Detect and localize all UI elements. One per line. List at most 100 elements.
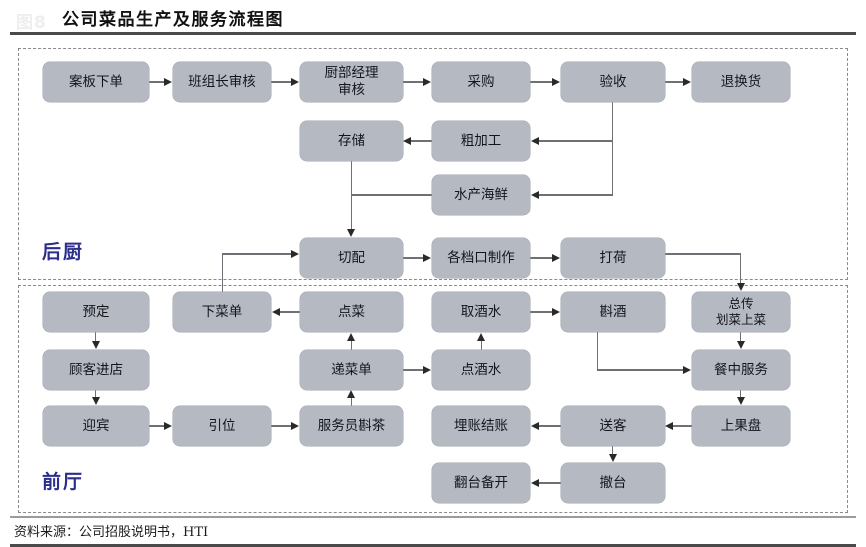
edge-canzhong-to-shangguopan — [740, 390, 742, 399]
node-fuwuyuan-zhencha[interactable]: 服务员斟茶 — [300, 406, 403, 446]
edge-caigou-to-yanshou — [530, 81, 553, 83]
node-diancai[interactable]: 点菜 — [300, 292, 403, 332]
node-shangguopan[interactable]: 上果盘 — [692, 406, 790, 446]
source-note: 资料来源：公司招股说明书，HTI — [14, 525, 209, 540]
edge-yanshou-trunk — [612, 102, 614, 195]
node-cunchu[interactable]: 存储 — [300, 121, 403, 161]
node-anban-xiadan[interactable]: 案板下单 — [43, 62, 149, 102]
node-canzhong-fuwu[interactable]: 餐中服务 — [692, 350, 790, 390]
node-chetai[interactable]: 撤台 — [561, 463, 665, 503]
arrowhead-anban-to-banzuzhang — [164, 77, 172, 86]
edge-yingbin-to-yinwei — [149, 425, 165, 427]
arrowhead-xiacaidan-to-qiepei — [291, 249, 299, 258]
node-zhenjiu[interactable]: 斟酒 — [561, 292, 665, 332]
arrowhead-dicaidan-to-dianjiushui — [423, 365, 431, 374]
edge-shangguopan-to-songke — [673, 425, 692, 427]
node-xiacaidan[interactable]: 下菜单 — [173, 292, 271, 332]
node-guke-jindian[interactable]: 顾客进店 — [43, 350, 149, 390]
node-banzuzhang-shenhe[interactable]: 班组长审核 — [173, 62, 271, 102]
edge-fuwuyuan-to-dicaidan — [351, 397, 353, 407]
edge-chetai-to-fantai — [539, 482, 561, 484]
node-qujiushui[interactable]: 取酒水 — [432, 292, 530, 332]
node-qiepei[interactable]: 切配 — [300, 238, 403, 278]
arrowhead-yinwei-to-fuwuyuan — [291, 421, 299, 430]
edge-anban-to-banzuzhang — [149, 81, 165, 83]
source-divider-bottom — [10, 544, 856, 547]
zone-fronthall — [18, 285, 848, 513]
edge-cunchu-to-qiepei — [351, 161, 353, 230]
edge-xiacaidan-to-qiepei-v — [222, 253, 224, 292]
edge-yanshou-to-shuichan — [539, 194, 613, 196]
edge-dianjiushui-to-qujiushui — [481, 340, 483, 351]
edge-yinwei-to-fuwuyuan — [271, 425, 292, 427]
edge-diancai-to-xiacaidan — [280, 311, 301, 313]
node-maizhang-jiezhang[interactable]: 埋账结账 — [432, 406, 530, 446]
edge-dicaidan-to-dianjiushui — [403, 369, 424, 371]
arrowhead-songke-to-maizhang — [531, 421, 539, 430]
arrowhead-cunchu-to-qiepei — [347, 229, 355, 237]
node-yinwei[interactable]: 引位 — [173, 406, 271, 446]
arrowhead-dahe-to-zongchuan — [736, 283, 745, 291]
arrowhead-fuwuyuan-to-dicaidan — [347, 390, 355, 398]
zone-label-fronthall: 前厅 — [42, 471, 85, 493]
title-divider — [10, 32, 856, 35]
edge-guke-to-yingbin — [95, 390, 97, 399]
edge-songke-to-chetai — [612, 446, 614, 456]
node-cujiagong[interactable]: 粗加工 — [432, 121, 530, 161]
arrowhead-shangguopan-to-songke — [665, 421, 673, 430]
edge-qiepei-to-gedangkou — [403, 257, 424, 259]
edge-banzuzhang-to-choubu — [271, 81, 292, 83]
arrowhead-dianjiushui-to-qujiushui — [477, 333, 485, 341]
node-yingbin[interactable]: 迎宾 — [43, 406, 149, 446]
edge-gedangkou-to-dahe — [530, 257, 553, 259]
edge-yuding-to-guke — [95, 332, 97, 343]
node-fantai-beikai[interactable]: 翻台备开 — [432, 463, 530, 503]
figure-title: 公司菜品生产及服务流程图 — [62, 10, 284, 30]
edge-dicaidan-to-diancai — [351, 340, 353, 351]
node-gedangkou-zhizuo[interactable]: 各档口制作 — [432, 238, 530, 278]
node-dahe[interactable]: 打荷 — [561, 238, 665, 278]
node-songke[interactable]: 送客 — [561, 406, 665, 446]
arrowhead-diancai-to-xiacaidan — [272, 307, 280, 316]
node-caigou[interactable]: 采购 — [432, 62, 530, 102]
edge-cujiagong-to-cunchu — [411, 140, 433, 142]
arrowhead-yuding-to-guke — [91, 341, 100, 349]
node-shuichan-haixian[interactable]: 水产海鲜 — [432, 175, 530, 215]
edge-songke-to-maizhang — [539, 425, 561, 427]
node-yanshou[interactable]: 验收 — [561, 62, 665, 102]
arrowhead-zongchuan-to-canzhong — [736, 341, 745, 349]
edge-zhenjiu-to-canzhong-h — [597, 369, 684, 371]
edge-xiacaidan-to-qiepei-h — [222, 253, 292, 255]
arrowhead-dicaidan-to-diancai — [347, 333, 355, 341]
arrowhead-songke-to-chetai — [608, 454, 617, 462]
arrowhead-qujiushui-to-zhenjiu — [552, 307, 560, 316]
node-yuding[interactable]: 预定 — [43, 292, 149, 332]
arrowhead-caigou-to-yanshou — [552, 77, 560, 86]
arrowhead-qiepei-to-gedangkou — [423, 253, 431, 262]
edge-shuichan-to-cunchu-trunk — [352, 194, 433, 196]
node-choubu-jingli-shenhe[interactable]: 厨部经理 审核 — [300, 62, 403, 102]
edge-dahe-to-zongchuan-v — [740, 253, 742, 285]
arrowhead-yanshou-to-shuichan — [531, 190, 539, 199]
arrowhead-canzhong-to-shangguopan — [736, 397, 745, 405]
arrowhead-choubu-to-caigou — [423, 77, 431, 86]
arrowhead-zhenjiu-to-canzhong — [683, 365, 691, 374]
node-dianjiushui[interactable]: 点酒水 — [432, 350, 530, 390]
zone-kitchen — [18, 48, 848, 280]
arrowhead-banzuzhang-to-choubu — [291, 77, 299, 86]
arrowhead-yanshou-to-tuihuanhuo — [683, 77, 691, 86]
zone-label-kitchen: 后厨 — [42, 241, 85, 263]
edge-choubu-to-caigou — [403, 81, 424, 83]
arrowhead-yingbin-to-yinwei — [164, 421, 172, 430]
source-divider-top — [10, 516, 856, 518]
node-tuihuanhuo[interactable]: 退换货 — [692, 62, 790, 102]
arrowhead-gedangkou-to-dahe — [552, 253, 560, 262]
node-dicaidan[interactable]: 递菜单 — [300, 350, 403, 390]
edge-yanshou-to-cujiagong — [539, 140, 613, 142]
arrowhead-yanshou-to-cujiagong — [531, 136, 539, 145]
node-zongchuan-huacai[interactable]: 总传 划菜上菜 — [692, 292, 790, 332]
edge-qujiushui-to-zhenjiu — [530, 311, 553, 313]
arrowhead-guke-to-yingbin — [91, 397, 100, 405]
arrowhead-chetai-to-fantai — [531, 478, 539, 487]
